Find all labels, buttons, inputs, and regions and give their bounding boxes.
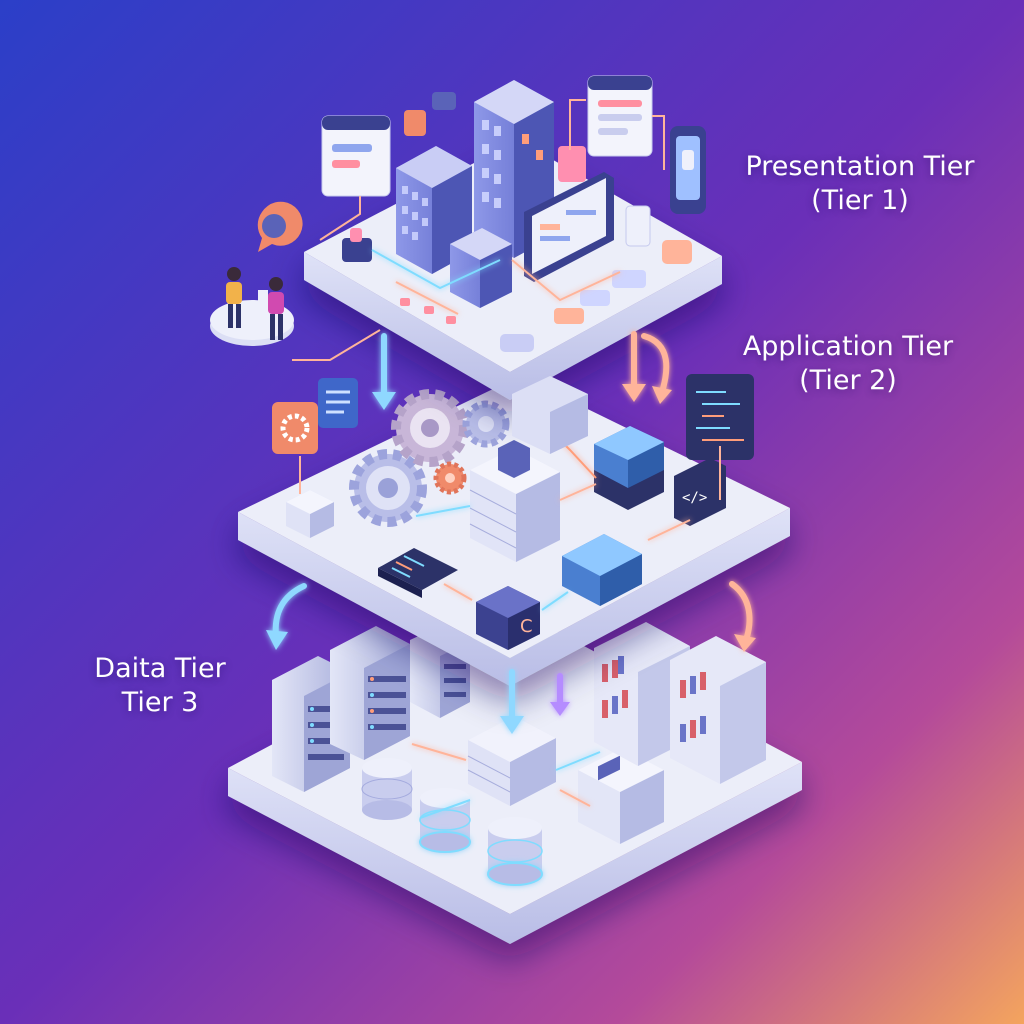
chat-bubble-icon [257, 201, 303, 252]
database-icon [419, 788, 471, 853]
data-flow-lines [411, 743, 601, 819]
data-tier-label: Daita Tier Tier 3 [60, 652, 260, 720]
data-tier-title: Daita Tier [94, 653, 226, 684]
platform-pillar [512, 376, 588, 454]
container-icon [594, 426, 664, 510]
browser-window-icon [587, 75, 653, 157]
monitor-icon [524, 172, 614, 282]
browser-window-icon [321, 115, 391, 197]
database-icon [487, 817, 543, 886]
code-tag-icon: </> [674, 458, 726, 526]
svg-text:</>: </> [682, 490, 707, 506]
storage-stack-icon [467, 716, 556, 806]
data-tier-subtitle: Tier 3 [121, 687, 199, 718]
svg-text:C: C [520, 616, 533, 637]
presentation-tier-subtitle: (Tier 1) [811, 185, 909, 216]
gear-icon [391, 389, 469, 467]
smartphone-icon [670, 126, 706, 214]
refresh-cube-icon: C [476, 586, 540, 650]
code-terminal-icon [378, 548, 458, 598]
gear-icon [462, 400, 510, 448]
application-tier-subtitle: (Tier 2) [799, 365, 897, 396]
presentation-flow-lines [371, 249, 621, 315]
presentation-tier-title: Presentation Tier [745, 151, 975, 182]
person-icon [226, 267, 242, 328]
container-icon [562, 534, 642, 606]
database-icon [361, 758, 413, 820]
presentation-tier-label: Presentation Tier (Tier 1) [720, 150, 1000, 218]
storage-box-icon [286, 490, 334, 538]
document-card-icon [318, 378, 358, 428]
person-icon [258, 277, 284, 340]
bookshelf-icon [670, 636, 766, 784]
application-tier-title: Application Tier [742, 331, 954, 362]
code-window-icon [686, 374, 754, 460]
application-tier-label: Application Tier (Tier 2) [708, 330, 988, 398]
flow-arrow-presentation-to-application [372, 331, 672, 410]
app-icon [404, 92, 586, 182]
ui-tokens [342, 205, 692, 352]
connector-lines [292, 99, 721, 500]
settings-card-icon [272, 402, 318, 454]
server-stack-icon [469, 440, 560, 562]
server-rack-icon [330, 626, 410, 760]
gear-icon [433, 461, 467, 495]
gear-icon [349, 449, 427, 527]
flow-arrow-application-to-data [266, 581, 756, 734]
